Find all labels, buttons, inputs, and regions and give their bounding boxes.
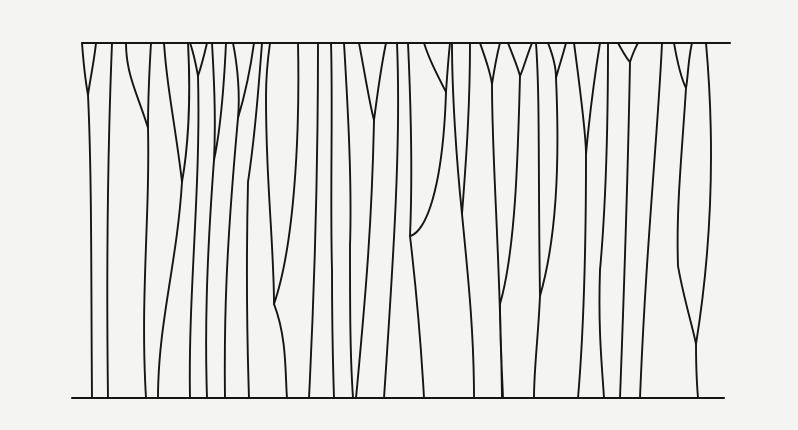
branching-lines-diagram (0, 0, 798, 430)
diagram-canvas (0, 0, 798, 430)
